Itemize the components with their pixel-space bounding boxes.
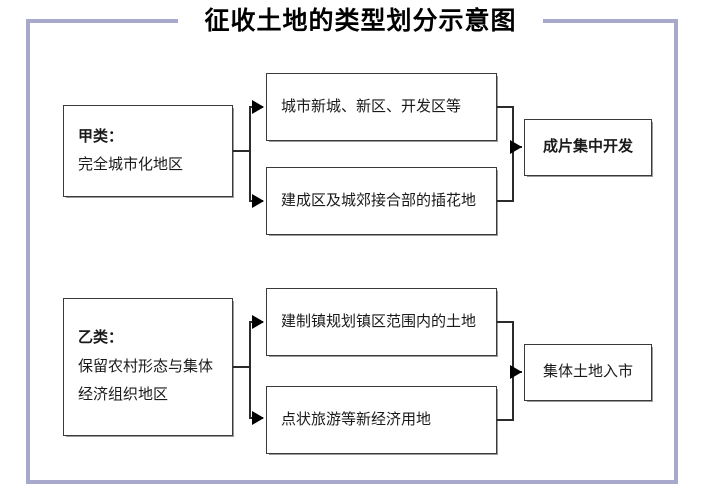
frame-top-left-segment: [26, 19, 178, 23]
category-b-description-1: 保留农村形态与集体: [78, 358, 214, 375]
connector-a-vertical: [249, 106, 251, 202]
branch-b1-label: 建制镇规划镇区范围内的土地: [281, 313, 477, 330]
arrow-icon-a2: [252, 194, 264, 208]
branch-a1-label: 城市新城、新区、开发区等: [281, 98, 462, 115]
result-a-label: 成片集中开发: [542, 139, 633, 156]
frame-top-right-segment: [543, 19, 678, 23]
node-branch-b1: 建制镇规划镇区范围内的土地: [266, 288, 497, 356]
connector-b-stub: [233, 366, 251, 368]
connector-b-vertical: [249, 321, 251, 419]
category-a-description: 完全城市化地区: [78, 157, 184, 173]
branch-b2-label: 点状旅游等新经济用地: [281, 411, 432, 428]
arrow-icon-a1: [252, 100, 264, 114]
branch-a2-label: 建成区及城郊接合部的插花地: [281, 192, 477, 209]
frame-left-edge: [26, 19, 30, 484]
frame-right-edge: [674, 19, 678, 484]
node-branch-a2: 建成区及城郊接合部的插花地: [266, 167, 497, 235]
arrow-icon-result-b: [510, 365, 522, 379]
arrow-icon-b1: [252, 315, 264, 329]
node-branch-b2: 点状旅游等新经济用地: [266, 386, 497, 454]
node-category-a: 甲类： 完全城市化地区: [63, 105, 233, 197]
merge-a-lower-arm: [497, 200, 514, 202]
category-a-heading: 甲类：: [78, 128, 124, 145]
frame-bottom-edge: [26, 480, 678, 484]
result-b-label: 集体土地入市: [542, 364, 633, 381]
node-result-b: 集体土地入市: [524, 344, 652, 401]
node-category-b: 乙类： 保留农村形态与集体 经济组织地区: [63, 298, 233, 436]
category-b-heading: 乙类：: [78, 330, 124, 347]
merge-b-upper-arm: [497, 321, 514, 323]
arrow-icon-b2: [252, 411, 264, 425]
node-result-a: 成片集中开发: [524, 119, 652, 176]
diagram-title: 征收土地的类型划分示意图: [204, 7, 517, 35]
node-branch-a1: 城市新城、新区、开发区等: [266, 73, 497, 141]
arrow-icon-result-a: [510, 140, 522, 154]
connector-a-stub: [233, 150, 251, 152]
category-b-description-2: 经济组织地区: [78, 387, 169, 404]
merge-a-upper-arm: [497, 106, 514, 108]
merge-b-lower-arm: [497, 419, 514, 421]
merge-a-vertical: [512, 106, 514, 202]
